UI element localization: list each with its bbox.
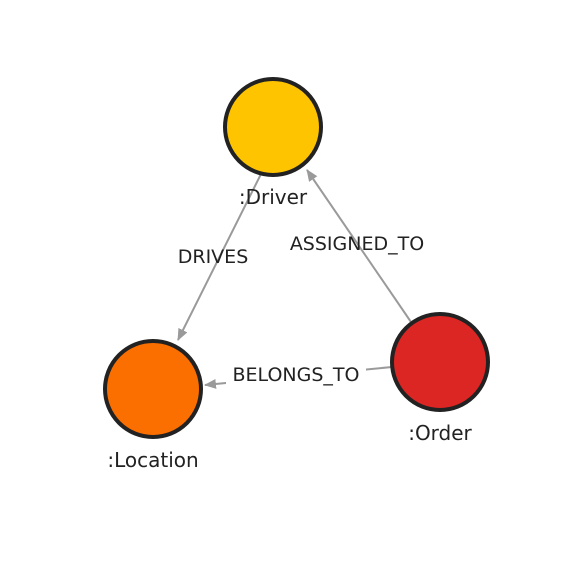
edge-drives-label: DRIVES	[178, 246, 249, 268]
edge-drives[interactable]: DRIVES	[177, 173, 262, 341]
node-driver[interactable]: :Driver	[223, 77, 323, 209]
node-order-circle[interactable]	[390, 312, 490, 412]
edge-assigned-to-label: ASSIGNED_TO	[290, 233, 424, 255]
edge-belongs-to-label: BELONGS_TO	[233, 364, 360, 386]
edge-assigned-to-line[interactable]	[306, 169, 412, 323]
edges-layer: DRIVES ASSIGNED_TO BELONGS_TO	[177, 169, 424, 389]
edge-drives-line[interactable]	[177, 173, 262, 341]
node-location-circle[interactable]	[103, 339, 203, 439]
node-location[interactable]: :Location	[103, 339, 203, 472]
edge-belongs-to[interactable]: BELONGS_TO	[204, 362, 393, 389]
node-order[interactable]: :Order	[390, 312, 490, 445]
node-location-label: :Location	[107, 448, 198, 472]
edge-belongs-to-label-bg	[226, 362, 366, 384]
node-driver-circle[interactable]	[223, 77, 323, 177]
nodes-layer: :Driver :Location :Order	[103, 77, 490, 472]
node-driver-label: :Driver	[239, 185, 308, 209]
node-order-label: :Order	[408, 421, 472, 445]
edge-assigned-to[interactable]: ASSIGNED_TO	[290, 169, 424, 323]
